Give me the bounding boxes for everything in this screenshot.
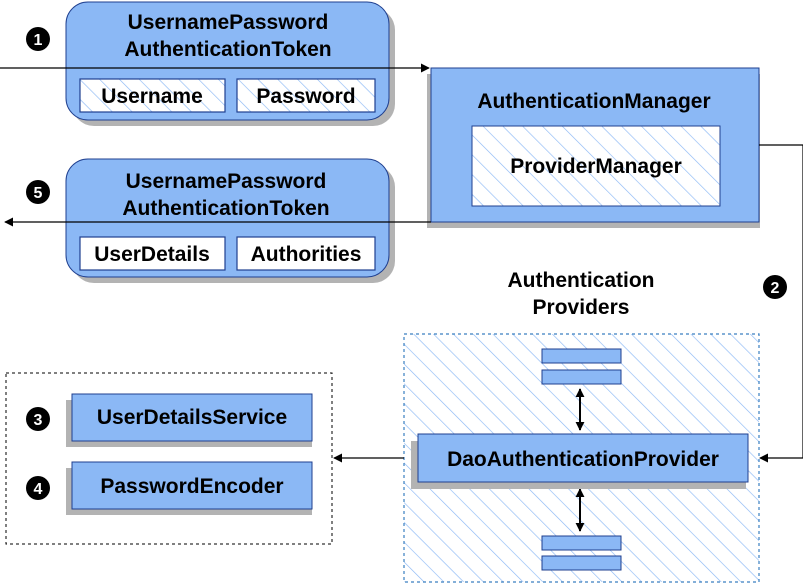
step-badge-5: 5: [26, 180, 50, 204]
step-badge-2-circle: [763, 275, 787, 299]
username-field-label: Username: [101, 85, 203, 108]
step-badge-5-number: 5: [34, 185, 43, 202]
step-badge-4-circle: [26, 476, 50, 500]
step-badge-4: 4: [26, 476, 50, 500]
user-details-service-label: UserDetailsService: [97, 406, 287, 429]
step-badge-3: 3: [26, 407, 50, 431]
username-field: [79, 78, 226, 113]
providers-heading-line2: Providers: [533, 296, 630, 319]
token-out-group: UsernamePassword AuthenticationToken Use…: [65, 158, 395, 283]
step-badge-3-number: 3: [34, 412, 43, 429]
userdetails-field: [79, 236, 226, 271]
userdetails-field-label: UserDetails: [94, 243, 210, 266]
providers-heading-line1: Authentication: [508, 269, 655, 292]
token-out-title-line2: AuthenticationToken: [122, 197, 329, 220]
services-region-box: [5, 372, 333, 545]
step-badge-1: 1: [26, 27, 50, 51]
authentication-manager-title: AuthenticationManager: [477, 90, 710, 113]
password-field-label: Password: [256, 85, 355, 108]
dao-provider-label: DaoAuthenticationProvider: [447, 448, 719, 471]
services-group: UserDetailsService PasswordEncoder: [5, 372, 333, 545]
provider-manager-label: ProviderManager: [510, 155, 682, 178]
step-badge-1-number: 1: [34, 32, 43, 49]
password-encoder-label: PasswordEncoder: [100, 475, 283, 498]
token-in-group: UsernamePassword AuthenticationToken Use…: [65, 1, 395, 126]
step-badge-2: 2: [763, 275, 787, 299]
authorities-field: [236, 236, 376, 271]
authentication-manager-group: AuthenticationManager ProviderManager: [427, 67, 760, 228]
step-badge-1-circle: [26, 27, 50, 51]
provider-stack-bottom-2: [541, 555, 622, 571]
step-badge-5-circle: [26, 180, 50, 204]
provider-manager-box: [471, 125, 721, 207]
step-badge-3-circle: [26, 407, 50, 431]
dao-provider-box: [417, 433, 749, 483]
provider-stack-top-2: [541, 369, 622, 385]
step-badge-4-number: 4: [34, 481, 43, 498]
token-in-title-line2: AuthenticationToken: [124, 38, 331, 61]
password-encoder-box: [71, 461, 313, 510]
step-badge-2-number: 2: [771, 280, 780, 297]
arrow-manager-to-provider: [759, 144, 803, 463]
password-field: [236, 78, 376, 113]
authorities-field-label: Authorities: [251, 243, 362, 266]
provider-stack-bottom-1: [541, 535, 622, 551]
token-out-title-line1: UsernamePassword: [126, 170, 327, 193]
providers-region: DaoAuthenticationProvider: [403, 333, 760, 583]
provider-stack-top-1: [541, 348, 622, 364]
token-in-title-line1: UsernamePassword: [128, 11, 329, 34]
user-details-service-box: [71, 393, 313, 442]
